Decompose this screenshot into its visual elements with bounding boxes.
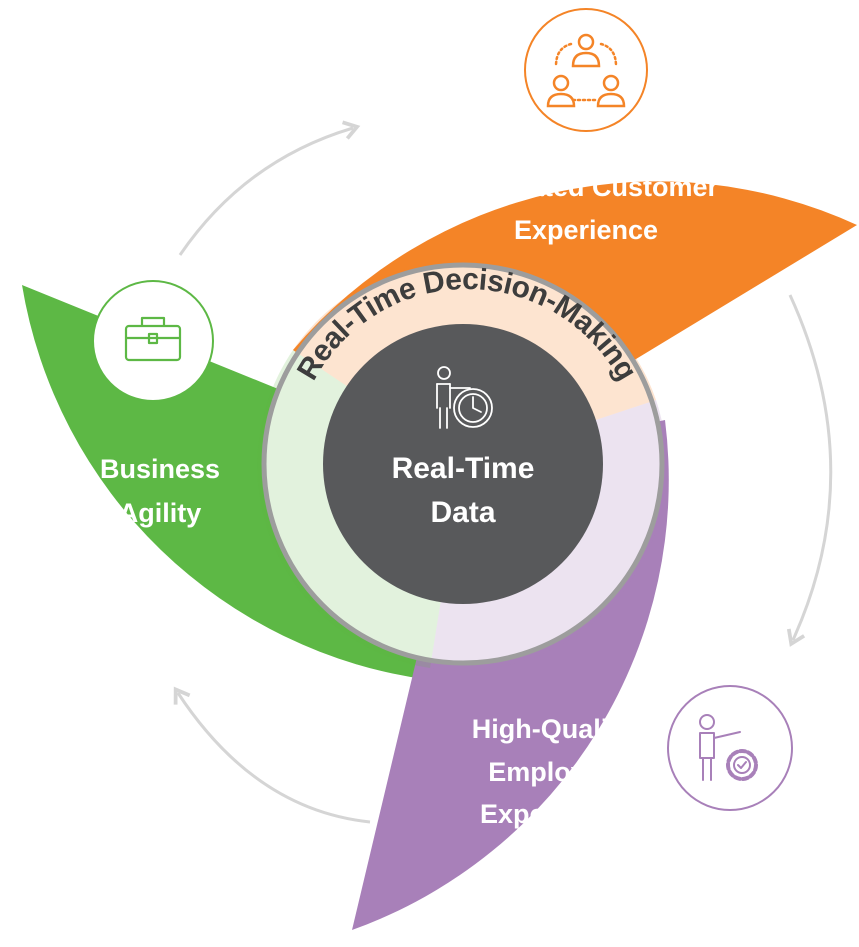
agility-label-line1: Business xyxy=(100,454,220,484)
briefcase-icon xyxy=(92,280,214,402)
people-network-icon xyxy=(524,8,648,132)
core-circle xyxy=(323,324,603,604)
customer-label-line2: Experience xyxy=(514,215,658,245)
core-label-line1: Real-Time xyxy=(392,452,535,485)
person-clock-icon xyxy=(436,366,493,429)
agility-label-line2: Agility xyxy=(119,498,202,528)
customer-label-line1: Integrated Customer xyxy=(454,172,719,202)
arrow-employee-to-agility xyxy=(173,686,371,824)
core-label-line2: Data xyxy=(430,496,495,529)
employee-label-line2: Employee xyxy=(488,757,616,787)
cycle-arrows xyxy=(173,120,833,824)
employee-label-line1: High-Quality xyxy=(472,714,633,744)
person-gear-check-icon xyxy=(667,685,793,811)
employee-label-line3: Experience xyxy=(480,799,624,829)
arrow-agility-to-customer xyxy=(178,120,361,256)
arrow-customer-to-employee xyxy=(786,294,833,647)
